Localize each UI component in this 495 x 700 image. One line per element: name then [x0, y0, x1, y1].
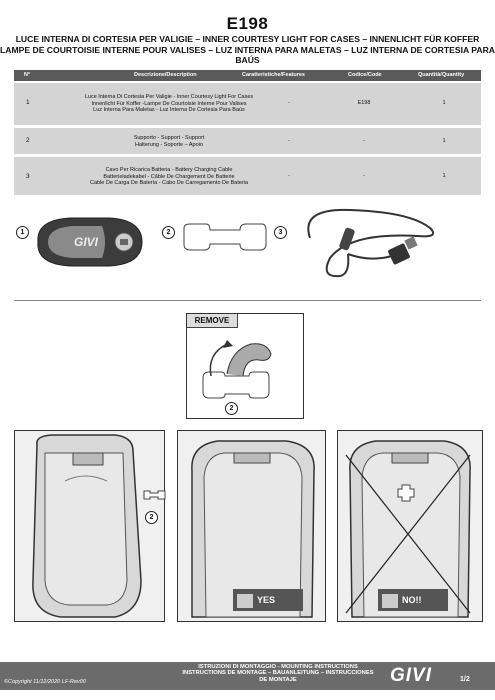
giVi-logo-text: GIVI: [74, 235, 99, 249]
row-desc: Luce Interna Di Cortesia Per Valigie - I…: [84, 94, 254, 113]
support-piece-icon: [143, 490, 166, 500]
footer-bar: ©Copyright 11/12/2020 LF-Rev00 ISTRUZION…: [0, 662, 495, 690]
row-feat: -: [288, 100, 290, 106]
row-code: -: [363, 138, 365, 144]
thumbs-up-icon: [237, 593, 253, 608]
row-qty: 1: [442, 100, 446, 106]
row-desc: Cavo Per Ricarica Batteria - Battery Cha…: [89, 167, 249, 186]
support-illustration: [183, 223, 267, 251]
table-header: N° Descrizione/Description Caratteristic…: [14, 70, 481, 81]
courtesy-light-illustration: GIVI: [37, 217, 143, 267]
step-panel-yes: YES: [177, 430, 326, 622]
row-feat: -: [288, 138, 290, 144]
header-code: Codice/Code: [348, 72, 382, 78]
row-num: 3: [26, 173, 30, 180]
instructions-title: ISTRUZIONI DI MONTAGGIO - MOUNTING INSTR…: [182, 664, 374, 683]
row-num: 2: [26, 137, 30, 144]
remove-illustration: [202, 340, 272, 399]
case-lid-wrong-illustration: [345, 440, 471, 618]
case-lid-correct-illustration: [191, 440, 315, 618]
row-num: 1: [26, 99, 30, 106]
givi-logo: GIVI: [390, 665, 433, 686]
row-code: -: [363, 173, 365, 179]
title-line-1: LUCE INTERNA DI CORTESIA PER VALIGIE – I…: [15, 34, 480, 44]
row-feat: -: [288, 173, 290, 179]
part-number-2: 2: [162, 226, 175, 239]
header-feat: Caratteristiche/Features: [242, 72, 305, 78]
case-lid-illustration: [32, 434, 142, 618]
part-number-3: 3: [274, 226, 287, 239]
header-desc: Descrizione/Description: [134, 72, 197, 78]
row-qty: 1: [442, 138, 446, 144]
part-number-1: 1: [16, 226, 29, 239]
thumbs-down-icon: [382, 593, 398, 608]
section-divider: [14, 300, 481, 301]
step-panel-insert: 2: [14, 430, 166, 622]
charging-cable-illustration: [307, 208, 434, 278]
row-qty: 1: [442, 173, 446, 179]
step-panel-no: NO!!: [337, 430, 483, 622]
step-number: 2: [145, 511, 158, 524]
yes-badge: YES: [233, 589, 303, 611]
header-qty: Quantità/Quantity: [418, 72, 465, 78]
copyright-text: ©Copyright 11/12/2020 LF-Rev00: [4, 679, 86, 685]
table-row: 1 Luce Interna Di Cortesia Per Valigie -…: [14, 83, 481, 125]
table-row: 3 Cavo Per Ricarica Batteria - Battery C…: [14, 157, 481, 195]
page-number: 1/2: [460, 676, 470, 683]
no-badge: NO!!: [378, 589, 448, 611]
remove-panel: REMOVE 2: [186, 313, 304, 419]
row-code: E198: [357, 100, 371, 106]
product-code: E198: [226, 14, 269, 33]
header-num: N°: [24, 72, 31, 78]
remove-step-number: 2: [225, 402, 238, 415]
title-line-2: LAMPE DE COURTOISIE INTERNE POUR VALISES…: [0, 45, 495, 65]
remove-label: REMOVE: [187, 314, 238, 328]
